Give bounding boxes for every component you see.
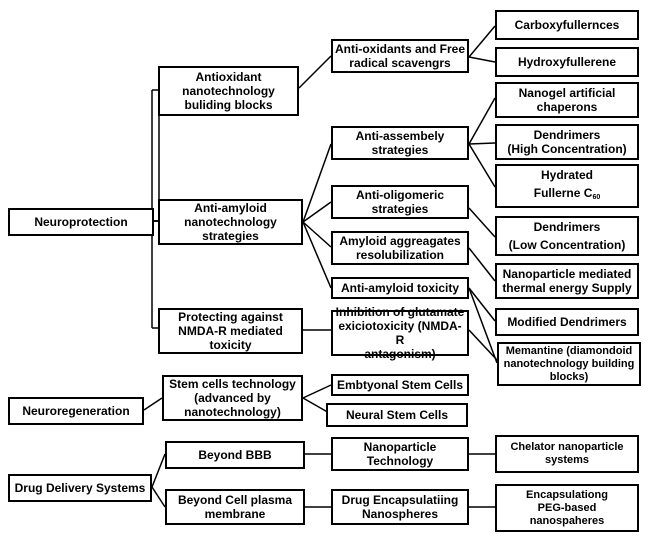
connector-drug-to-cell — [151, 486, 166, 508]
node-modified-dendrimers: Modified Dendrimers — [495, 308, 639, 336]
connector-antiassembly-to-dendrimers-high — [468, 142, 496, 145]
node-anti-oligomeric-label: Anti-oligomeric strategies — [355, 188, 444, 216]
node-thermal-energy-supply: Nanoparticle mediated thermal energy Sup… — [495, 263, 639, 299]
node-neural-label: Neural Stem Cells — [345, 408, 449, 422]
node-nanotech-label: Nanoparticle Technology — [363, 440, 437, 468]
node-beyond-cell-membrane: Beyond Cell plasma membrane — [165, 489, 305, 525]
connector-resolubilization-to-thermal — [468, 247, 496, 282]
node-anti-amyloid-toxicity: Anti-amyloid toxicity — [331, 277, 469, 299]
node-chelator-nanoparticle: Chelator nanoparticle systems — [495, 435, 639, 473]
node-anti-amyloid-label: Anti-amyloid nanotechnology strategies — [184, 201, 277, 243]
connector-freeradical-to-carboxy — [468, 25, 496, 58]
node-drug-delivery-label: Drug Delivery Systems — [14, 481, 146, 495]
node-thermal-label: Nanoparticle mediated thermal energy Sup… — [502, 267, 632, 295]
node-nanogel-label: Nanogel artificial chaperons — [518, 86, 616, 114]
connector-antioxidant-to-freeradical — [298, 55, 332, 89]
node-memantine-label: Memantine (diamondoid nanotechnology bui… — [503, 344, 635, 383]
connector-antiassembly-to-nanogel — [468, 97, 496, 145]
node-modified-dendrimers-label: Modified Dendrimers — [507, 315, 627, 329]
node-antioxidant-label: Antioxidant nanotechnology buliding bloc… — [182, 70, 275, 112]
connector-freeradical-to-hydroxy — [468, 56, 496, 63]
node-anti-assembly-strategies: Anti-assembely strategies — [331, 126, 469, 160]
node-glutamate-label: Inhibition of glutamate exiciotoxicity (… — [335, 305, 465, 361]
connector-drug-to-bbb — [151, 453, 166, 488]
node-beyond-bbb-label: Beyond BBB — [198, 448, 272, 462]
node-neuroregeneration: Neuroregeneration — [8, 397, 144, 425]
node-anti-amyloid-strategies: Anti-amyloid nanotechnology strategies — [158, 199, 303, 245]
node-embryonal-label: Embtyonal Stem Cells — [336, 378, 464, 392]
node-toxicity-label: Anti-amyloid toxicity — [340, 281, 459, 295]
node-dendrimers-high-label: Dendrimers (High Concentration) — [507, 128, 627, 156]
node-neural-stem-cells: Neural Stem Cells — [326, 403, 468, 427]
node-anti-oligomeric-strategies: Anti-oligomeric strategies — [331, 185, 469, 219]
node-beyond-cell-label: Beyond Cell plasma membrane — [177, 493, 293, 521]
connector-toxicity-to-modified — [468, 287, 496, 322]
node-neuroregeneration-label: Neuroregeneration — [22, 404, 130, 418]
node-neuroprotection: Neuroprotection — [8, 208, 154, 236]
node-amyloid-resolubilization: Amyloid aggreagates resolubilization — [331, 231, 469, 265]
node-drug-delivery-systems: Drug Delivery Systems — [8, 474, 152, 502]
node-anti-assembly-label: Anti-assembely strategies — [355, 129, 445, 157]
connector-toxicity-to-memantine — [468, 287, 498, 364]
connector-stemcells-to-embryonal — [302, 384, 332, 399]
node-carboxyfullerences: Carboxyfullernces — [495, 10, 639, 40]
node-nanogel-chaperons: Nanogel artificial chaperons — [495, 82, 639, 118]
connector-glutamate-to-memantine — [468, 329, 498, 361]
connector-antioligomeric-to-dendrimers-low — [468, 207, 496, 238]
node-hydrated-subscript: 60 — [592, 193, 601, 201]
node-memantine: Memantine (diamondoid nanotechnology bui… — [497, 342, 641, 386]
node-peg-nanospheres: Encapsulationg PEG-based nanospaheres — [495, 484, 639, 532]
connector-antiamyloid-to-toxicity — [302, 221, 332, 289]
node-nanoparticle-technology: Nanoparticle Technology — [331, 437, 469, 471]
connector-antiamyloid-to-antioligomeric — [302, 201, 332, 223]
connector-antiamyloid-to-antiassembly — [302, 143, 332, 223]
node-nmda-toxicity: Protecting against NMDA-R mediated toxic… — [158, 308, 303, 354]
node-drug-encapsulating-nanospheres: Drug Encapsulatiing Nanospheres — [331, 489, 469, 525]
connector-antiamyloid-to-resolubilization — [302, 221, 332, 248]
node-stem-cells-label: Stem cells technology (advanced by nanot… — [169, 377, 296, 419]
node-beyond-bbb: Beyond BBB — [165, 441, 305, 469]
node-glutamate-inhibition: Inhibition of glutamate exiciotoxicity (… — [331, 305, 469, 361]
connector-antiassembly-to-hydrated — [468, 143, 496, 188]
node-dendrimers-low: Dendrimers (Low Concentration) — [495, 216, 639, 256]
node-free-radical-label: Anti-oxidants and Free radical scavengrs — [335, 42, 466, 70]
node-embryonal-stem-cells: Embtyonal Stem Cells — [331, 374, 469, 396]
node-chelator-label: Chelator nanoparticle systems — [510, 441, 624, 466]
node-neuroprotection-label: Neuroprotection — [34, 215, 128, 229]
node-dendrimers-low-label: Dendrimers (Low Concentration) — [508, 220, 626, 252]
node-resolubilization-label: Amyloid aggreagates resolubilization — [339, 234, 461, 262]
node-carboxy-label: Carboxyfullernces — [514, 18, 620, 32]
node-hydrated-line2: Fullerne C60 — [534, 186, 600, 205]
node-encapsulating-label: Drug Encapsulatiing Nanospheres — [341, 493, 459, 521]
node-nmda-label: Protecting against NMDA-R mediated toxic… — [178, 310, 283, 352]
node-hydroxy-label: Hydroxyfullerene — [517, 55, 617, 69]
node-peg-label: Encapsulationg PEG-based nanospaheres — [526, 488, 608, 527]
node-hydrated-fullerene: Hydrated Fullerne C60 — [495, 164, 639, 208]
node-hydrated-line1: Hydrated — [540, 167, 593, 182]
connector-neuroregeneration-to-stemcells — [143, 397, 163, 411]
node-antioxidant-building-blocks: Antioxidant nanotechnology buliding bloc… — [158, 66, 299, 116]
node-antioxidants-free-radical: Anti-oxidants and Free radical scavengrs — [331, 39, 469, 73]
node-dendrimers-high: Dendrimers (High Concentration) — [495, 124, 639, 160]
node-hydroxyfullerene: Hydroxyfullerene — [495, 47, 639, 77]
node-stem-cells-technology: Stem cells technology (advanced by nanot… — [162, 375, 303, 421]
node-hydrated-fullerene-text: Fullerne C — [533, 185, 593, 200]
